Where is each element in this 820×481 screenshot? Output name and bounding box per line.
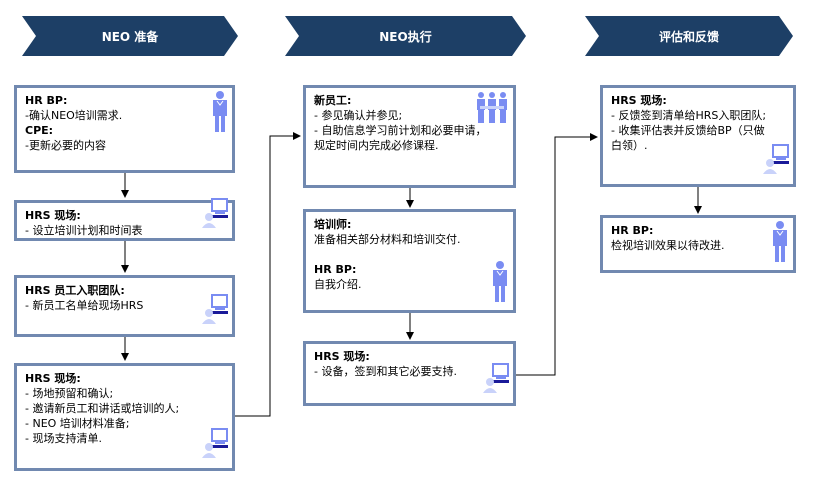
step-role: HRS 员工入职团队:	[25, 284, 125, 297]
step-text: - 反馈签到清单给HRS入职团队;	[611, 109, 767, 122]
phase-header-2: NEO执行	[285, 16, 526, 56]
step-text: -更新必要的内容	[25, 139, 106, 152]
step-text: - 邀请新员工和讲话或培训的人;	[25, 402, 180, 415]
phase-header-label: NEO 准备	[101, 30, 159, 44]
step-role: HR BP:	[25, 94, 68, 107]
phase-header-1: NEO 准备	[22, 16, 238, 56]
step-text: - 设备，签到和其它必要支持.	[314, 365, 457, 378]
person-icon	[770, 220, 790, 266]
step-text: 白领）.	[611, 139, 648, 152]
computer-user-icon	[202, 294, 228, 328]
computer-user-icon	[763, 144, 789, 178]
step-role: HRS 现场:	[611, 94, 667, 107]
step-text: - 新员工名单给现场HRS	[25, 299, 144, 312]
step-role: HRS 现场:	[25, 372, 81, 385]
phase-header-label: 评估和反馈	[658, 30, 719, 44]
person-icon	[490, 260, 510, 306]
step-text: - 参见确认并参见;	[314, 109, 403, 122]
col3-step-1: HRS 现场: - 反馈签到清单给HRS入职团队; - 收集评估表并反馈给BP（只做…	[600, 85, 796, 187]
col1-step-1: HR BP: -确认NEO培训需求. CPE: -更新必要的内容	[14, 85, 235, 173]
step-role: 培训师:	[314, 218, 352, 231]
step-text: 自我介绍.	[314, 278, 362, 291]
step-role: 新员工:	[314, 94, 352, 107]
step-text: -确认NEO培训需求.	[25, 109, 123, 122]
computer-user-icon	[202, 198, 228, 232]
step-role: HR BP:	[314, 263, 357, 276]
step-role: HRS 现场:	[25, 209, 81, 222]
col2-step-3: HRS 现场: - 设备，签到和其它必要支持.	[303, 341, 516, 406]
phase-header-label: NEO执行	[379, 30, 432, 44]
step-role: CPE:	[25, 124, 54, 137]
phase-header-3: 评估和反馈	[585, 16, 793, 56]
computer-user-icon	[483, 363, 509, 397]
step-text: - 收集评估表并反馈给BP（只做	[611, 124, 765, 137]
col2-step-1: 新员工: - 参见确认并参见; - 自助信息学习前计划和必要申请， 规定时间内完成必修…	[303, 85, 516, 188]
arrow-col1-to-col2	[235, 132, 301, 417]
step-text: 准备相关部分材料和培训交付.	[314, 233, 461, 246]
group-icon	[475, 91, 509, 127]
step-role: HRS 现场:	[314, 350, 370, 363]
step-text: - 自助信息学习前计划和必要申请，	[314, 124, 487, 137]
col1-step-4: HRS 现场: - 场地预留和确认; - 邀请新员工和讲话或培训的人; - NEO 培…	[14, 363, 235, 471]
col1-step-2: HRS 现场: - 设立培训计划和时间表	[14, 198, 235, 241]
arrow-col2-to-col3	[516, 133, 598, 376]
step-text: - 现场支持清单.	[25, 432, 102, 445]
step-text: - 设立培训计划和时间表	[25, 224, 143, 237]
step-role: HR BP:	[611, 224, 654, 237]
col2-step-2: 培训师: 准备相关部分材料和培训交付. HR BP: 自我介绍.	[303, 209, 516, 313]
step-text: 检视培训效果以待改进.	[611, 239, 725, 252]
col1-step-3: HRS 员工入职团队: - 新员工名单给现场HRS	[14, 275, 235, 337]
col3-step-2: HR BP: 检视培训效果以待改进.	[600, 215, 796, 273]
computer-user-icon	[202, 428, 228, 462]
step-text: - 场地预留和确认;	[25, 387, 114, 400]
person-icon	[210, 90, 230, 136]
step-text: - NEO 培训材料准备;	[25, 417, 130, 430]
step-text: 规定时间内完成必修课程.	[314, 139, 439, 152]
